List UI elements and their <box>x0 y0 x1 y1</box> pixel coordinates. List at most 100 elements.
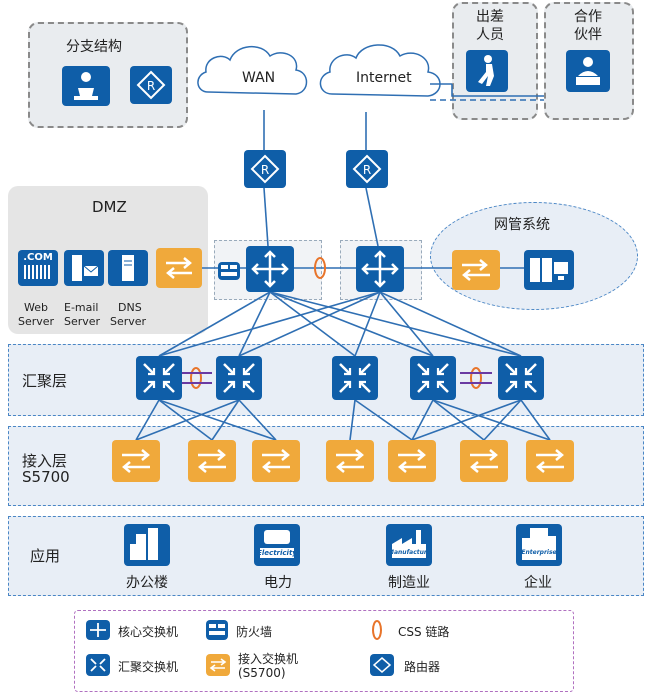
web-server-label-2: Server <box>18 315 55 328</box>
svg-text:R: R <box>147 79 155 93</box>
com-badge: .COM <box>23 252 53 263</box>
access-switch-4-icon <box>326 440 374 482</box>
access-label-2: S5700 <box>22 468 70 486</box>
travel-title-1: 出差 <box>476 9 504 25</box>
email-server-icon <box>64 250 104 286</box>
agg-switch-5-icon <box>498 356 544 400</box>
svg-text:R: R <box>261 163 269 177</box>
application-label: 应用 <box>30 547 61 565</box>
app-label-electricity: 电力 <box>264 575 292 591</box>
access-switch-6-icon <box>460 440 508 482</box>
partner-title-1: 合作 <box>574 9 602 25</box>
manufacture-icon: Manufacture <box>386 524 432 566</box>
legend-css-link: CSS 链路 <box>398 625 450 639</box>
access-label-1: 接入层 <box>22 452 68 470</box>
app-label-manufacture: 制造业 <box>388 575 430 591</box>
email-server-label-1: E-mail <box>64 301 99 314</box>
legend-router: 路由器 <box>404 660 441 674</box>
css-link-agg-left <box>190 367 202 389</box>
agg-access-link-6 <box>238 399 277 441</box>
dmz-access-switch-icon <box>156 248 202 288</box>
agg-access-link-5 <box>211 399 240 441</box>
legend-core-switch: 核心交换机 <box>118 625 179 639</box>
internet-remote-link <box>430 83 544 97</box>
branch-router-icon: R <box>130 66 172 104</box>
agg-access-link-14 <box>411 399 522 441</box>
office-building-icon <box>124 524 170 566</box>
core-right-agg-3 <box>354 291 381 357</box>
app-label-office: 办公楼 <box>126 575 168 591</box>
wan-core-link <box>263 187 269 247</box>
wan-cloud <box>197 46 308 95</box>
access-switch-5-icon <box>388 440 436 482</box>
legend-firewall: 防火墙 <box>236 625 273 639</box>
web-server-label-1: Web <box>24 301 48 314</box>
partner-user-icon <box>566 50 610 92</box>
dmz-title: DMZ <box>92 198 127 216</box>
mobile-user-icon <box>466 50 508 92</box>
dns-server-icon <box>108 250 148 286</box>
agg-access-link-13 <box>520 399 551 441</box>
partner-title-2: 伙伴 <box>574 27 602 43</box>
agg-switch-3-icon <box>332 356 378 400</box>
app-label-enterprise: 企业 <box>524 575 552 591</box>
core-left-agg-1 <box>158 291 271 357</box>
firewall-icon <box>218 262 240 280</box>
agg-access-link-1 <box>135 399 160 441</box>
agg-access-link-7 <box>349 399 356 441</box>
css-link-core <box>314 257 326 279</box>
legend-access-switch-1: 接入交换机 <box>238 652 299 666</box>
agg-switch-2-icon <box>216 356 262 400</box>
internet-core-link <box>365 187 379 247</box>
travel-title-2: 人员 <box>476 27 504 43</box>
access-switch-3-icon <box>252 440 300 482</box>
agg-access-link-10 <box>432 399 551 441</box>
legend <box>74 610 574 692</box>
wan-label: WAN <box>242 70 276 86</box>
agg-access-link-11 <box>411 399 434 441</box>
web-server-icon: .COM <box>18 250 58 286</box>
nms-server-icon <box>524 250 574 290</box>
electricity-sign: Electricity <box>257 549 297 557</box>
agg-access-link-4 <box>135 399 240 441</box>
svg-text:R: R <box>363 163 371 177</box>
core-right-agg-1 <box>158 291 381 357</box>
core-right-agg-2 <box>238 291 381 357</box>
legend-firewall-icon <box>206 620 228 640</box>
dns-server-label-1: DNS <box>118 301 142 314</box>
electricity-icon: Electricity <box>254 524 300 566</box>
legend-router-icon <box>370 654 394 676</box>
branch-title: 分支结构 <box>66 39 122 55</box>
legend-core-switch-icon <box>86 620 110 640</box>
legend-agg-switch: 汇聚交换机 <box>118 660 179 674</box>
nms-title: 网管系统 <box>494 217 550 233</box>
agg-access-link-3 <box>158 399 277 441</box>
core-right-agg-5 <box>379 291 522 357</box>
nms-access-switch-icon <box>452 250 500 290</box>
core-switch-right-icon <box>356 246 404 292</box>
core-switch-left-icon <box>246 246 294 292</box>
user-with-laptop-icon <box>62 66 110 106</box>
agg-access-link-9 <box>432 399 485 441</box>
email-server-label-2: Server <box>64 315 101 328</box>
access-switch-7-icon <box>526 440 574 482</box>
legend-access-switch-2: (S5700) <box>238 666 286 680</box>
agg-access-link-12 <box>483 399 522 441</box>
access-switch-2-icon <box>188 440 236 482</box>
enterprise-sign: Enterprise <box>521 549 557 556</box>
core-left-agg-4 <box>269 291 434 357</box>
internet-cloud <box>319 44 441 97</box>
css-link-agg-right <box>470 367 482 389</box>
dns-server-label-2: Server <box>110 315 147 328</box>
enterprise-icon: Enterprise <box>516 524 562 566</box>
agg-switch-4-icon <box>410 356 456 400</box>
aggregation-label: 汇聚层 <box>22 372 68 390</box>
core-left-agg-3 <box>269 291 356 357</box>
core-left-agg-2 <box>238 291 271 357</box>
legend-css-icon <box>372 620 382 640</box>
access-switch-1-icon <box>112 440 160 482</box>
wan-router-icon: R <box>244 150 286 188</box>
core-right-agg-4 <box>379 291 434 357</box>
manufacture-sign: Manufacture <box>388 549 431 556</box>
